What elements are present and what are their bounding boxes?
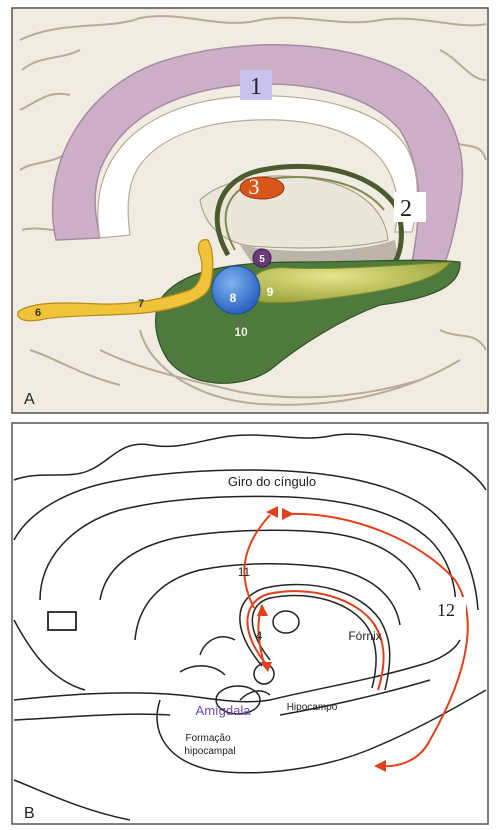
label-11: 11 [238, 565, 251, 579]
label-12: 12 [437, 600, 455, 620]
label-9: 9 [267, 285, 274, 299]
label-2: 2 [400, 196, 412, 222]
label-10: 10 [234, 325, 248, 339]
label-5: 5 [259, 254, 265, 265]
label-1: 1 [250, 74, 262, 100]
panel-b: Giro do cíngulo 11 12 4 Fórnix Amígdala … [12, 423, 488, 824]
label-6: 6 [35, 307, 41, 319]
panel-a-letter: A [24, 391, 35, 408]
label-fornix: Fórnix [348, 629, 381, 643]
label-8: 8 [230, 291, 237, 305]
label-formacao-1: Formação [185, 733, 230, 744]
label-4: 4 [256, 629, 263, 643]
label-amygdala: Amígdala [196, 703, 252, 718]
label-formacao-2: hipocampal [184, 746, 235, 757]
label-7: 7 [138, 298, 144, 310]
label-giro: Giro do cíngulo [228, 474, 316, 489]
amygdala-sphere [212, 266, 260, 314]
anterior-thalamic-nucleus [240, 177, 284, 199]
panel-b-letter: B [24, 805, 35, 822]
label-3: 3 [249, 174, 260, 199]
panel-a: 1 2 3 5 6 7 8 9 10 A [12, 8, 488, 413]
label-hipocampo: Hipocampo [287, 702, 338, 713]
